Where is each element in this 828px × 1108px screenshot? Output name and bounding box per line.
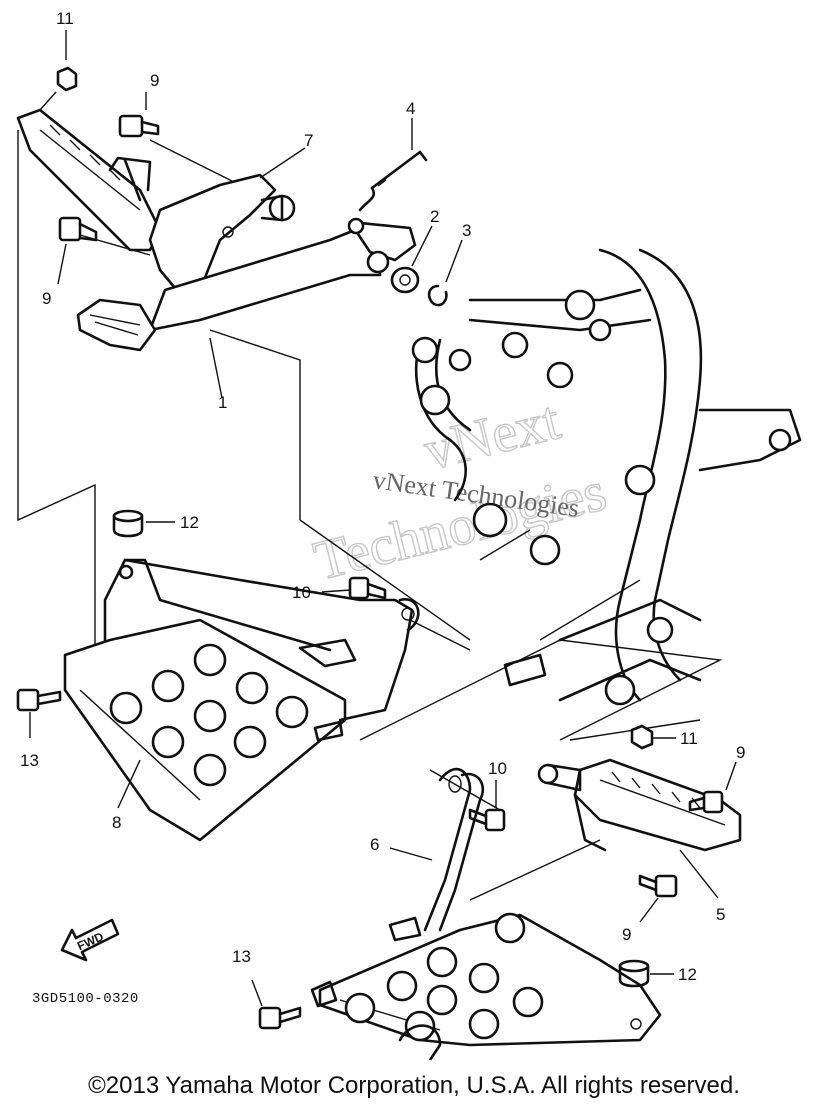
callout-labels: 11 9 7 4 2 3 9 1 12 10 13 11 9 10 8 6 5 …	[20, 9, 745, 984]
part-6-right-plate	[310, 767, 662, 1060]
part-13-bolt-a	[16, 688, 62, 738]
part-10-bolt-b	[468, 780, 506, 832]
callout-13-left: 13	[20, 751, 39, 770]
callout-10-right: 10	[488, 759, 507, 778]
fwd-arrow-icon: FWD	[60, 918, 120, 962]
callout-9-left: 9	[42, 289, 51, 308]
callout-6: 6	[370, 835, 379, 854]
part-5-footpeg-right	[537, 758, 742, 899]
part-11-nut-right	[630, 724, 676, 750]
part-3-clip	[427, 239, 463, 307]
callout-12-bottom: 12	[678, 965, 697, 984]
part-9-bolt-a	[118, 92, 160, 138]
part-1-brake-pedal	[76, 217, 417, 399]
part-9-bolt-d	[638, 874, 678, 923]
callout-9-right: 9	[736, 743, 745, 762]
part-7-footrest-bracket	[148, 147, 306, 302]
callout-2: 2	[430, 207, 439, 226]
diagram-part-code: 3GD5100-0320	[32, 991, 139, 1007]
callout-9-bottom: 9	[622, 925, 631, 944]
part-2-washer	[390, 225, 433, 294]
fwd-label: FWD	[75, 929, 106, 953]
part-12-damper-a	[112, 509, 175, 538]
part-9-bolt-c	[688, 761, 737, 814]
callout-1: 1	[218, 393, 227, 412]
part-8-left-plate	[63, 558, 420, 842]
callout-11-right: 11	[680, 729, 698, 748]
callout-7: 7	[304, 131, 313, 150]
part-13-bolt-b	[251, 979, 302, 1030]
frame	[411, 248, 802, 706]
part-12-damper-b	[618, 959, 674, 988]
callout-8: 8	[112, 813, 121, 832]
copyright-footer: ©2013 Yamaha Motor Corporation, U.S.A. A…	[88, 1072, 740, 1099]
callout-10-top: 10	[292, 583, 311, 602]
part-11-nut-top	[39, 30, 78, 111]
callout-9-top: 9	[150, 71, 159, 90]
footpeg-left	[16, 108, 162, 252]
part-10-bolt-a	[321, 576, 387, 600]
callout-3: 3	[462, 221, 471, 240]
callout-12-top: 12	[180, 513, 199, 532]
callout-4: 4	[406, 99, 415, 118]
part-4-spring	[358, 118, 428, 212]
exploded-parts-diagram: vNext Technologies vNext Technologies	[16, 9, 802, 1060]
part-9-bolt-b	[57, 216, 98, 285]
callout-13-bottom: 13	[232, 947, 251, 966]
callout-11-top: 11	[56, 9, 74, 28]
callout-5: 5	[716, 905, 725, 924]
